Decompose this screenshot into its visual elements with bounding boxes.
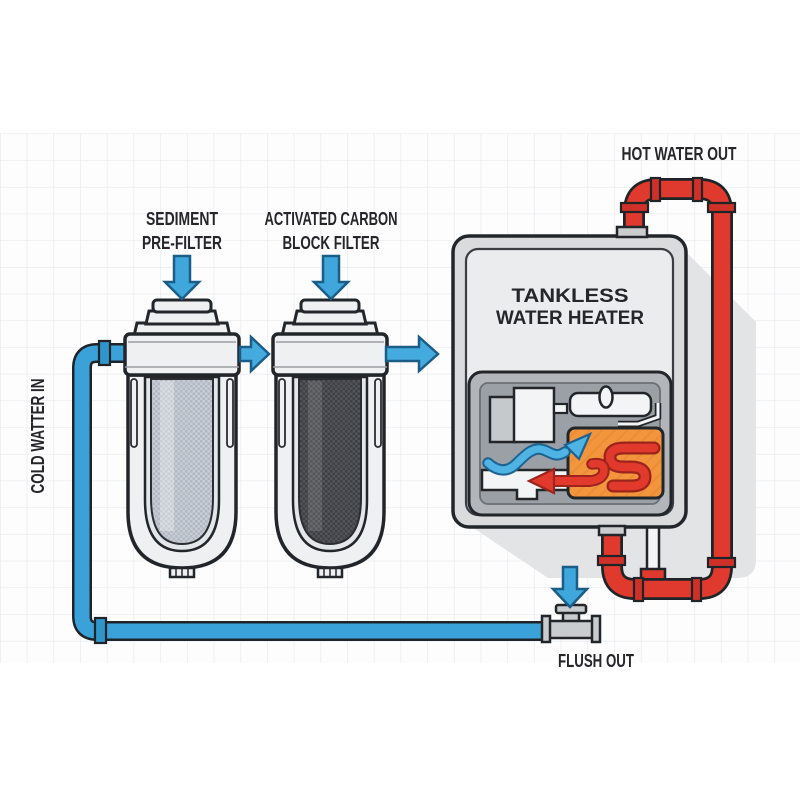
- pipe-coupling: [706, 201, 737, 214]
- heater-top-port: [615, 225, 649, 239]
- carbon-filter: [271, 298, 389, 579]
- cold-water-in-label: COLD WATTER IN: [28, 379, 48, 494]
- sediment-label-line1: SEDIMENT: [146, 208, 219, 229]
- gas-valve-unit: [488, 395, 518, 444]
- cold-pipe-fill: [74, 345, 547, 639]
- filter-head: [123, 332, 241, 377]
- filter-foot: [168, 566, 196, 579]
- heater-label-line2: WATER HEATER: [496, 308, 644, 329]
- sediment-label-line2: PRE-FILTER: [142, 232, 222, 253]
- valve-right-flange: [590, 614, 602, 644]
- pipe-coupling: [691, 176, 704, 203]
- exchanger-coil: [605, 443, 659, 491]
- pipe-coupling: [93, 616, 108, 645]
- heater-label-line1: TANKLESS: [512, 286, 629, 307]
- hot-arrow-head: [526, 467, 556, 495]
- carbon-label-line1: ACTIVATED CARBON: [265, 208, 398, 229]
- cartridge-highlight: [160, 381, 174, 531]
- wave-shaft: [484, 445, 569, 474]
- pipe-coupling: [619, 201, 650, 214]
- pipe-coupling: [706, 556, 737, 569]
- tankless-water-heater: TANKLESS WATER HEATER: [451, 225, 688, 537]
- exchanger-curl: [587, 459, 608, 485]
- heat-exchanger: [566, 426, 665, 500]
- hot-flow-arrow: [526, 467, 591, 495]
- pipe-coupling: [97, 339, 112, 367]
- filter-head: [271, 332, 389, 377]
- pointer-arrow-flush: [550, 565, 590, 609]
- pointer-arrow-carbon: [310, 254, 352, 301]
- hot-pipe-fill: [603, 180, 731, 598]
- diagram-labels: SEDIMENT PRE-FILTER ACTIVATED CARBON BLO…: [28, 143, 737, 671]
- bowl-rib-left: [130, 378, 138, 448]
- filter-cap-top: [151, 298, 213, 314]
- sediment-filter: [123, 298, 241, 579]
- sediment-cartridge: [150, 378, 214, 546]
- filter-cap-step1: [144, 309, 220, 326]
- cold-water-pipe: [72, 339, 547, 645]
- hot-pipe-couplings: [596, 176, 737, 603]
- pipe-coupling: [690, 576, 703, 603]
- carbon-label-line2: BLOCK FILTER: [283, 232, 380, 253]
- pipe-coupling: [649, 176, 662, 203]
- filter-cap-top: [299, 298, 361, 314]
- connector-stub: [552, 402, 569, 415]
- cartridge-highlight: [308, 381, 322, 531]
- flow-arrow-filter1-to-filter2: [238, 334, 271, 374]
- filter-cap-step1: [292, 309, 368, 326]
- valve-left-flange: [540, 614, 552, 644]
- hot-water-out-label: HOT WATER OUT: [622, 143, 738, 164]
- control-box: [512, 386, 556, 444]
- pipe-coupling: [596, 554, 627, 567]
- pipe-coupling: [632, 576, 645, 603]
- flush-out-label: FLUSH OUT: [558, 651, 634, 671]
- wave-arrow-head: [563, 431, 593, 461]
- pointer-arrow-sediment: [161, 254, 203, 301]
- valve-body: [547, 619, 595, 640]
- bowl-rib-right: [374, 378, 382, 448]
- flow-arrow-filter2-to-heater: [384, 334, 440, 374]
- bowl-rib-right: [226, 378, 234, 448]
- filter-foot: [316, 566, 344, 579]
- cold-flow-wave-arrow: [482, 431, 593, 476]
- igniter-knob: [598, 385, 614, 409]
- burner-bracket: [618, 403, 660, 426]
- carbon-cartridge: [298, 378, 362, 546]
- heater-bottom-port: [597, 524, 627, 537]
- bowl-rib-left: [278, 378, 286, 448]
- hot-water-pipe: [596, 176, 737, 603]
